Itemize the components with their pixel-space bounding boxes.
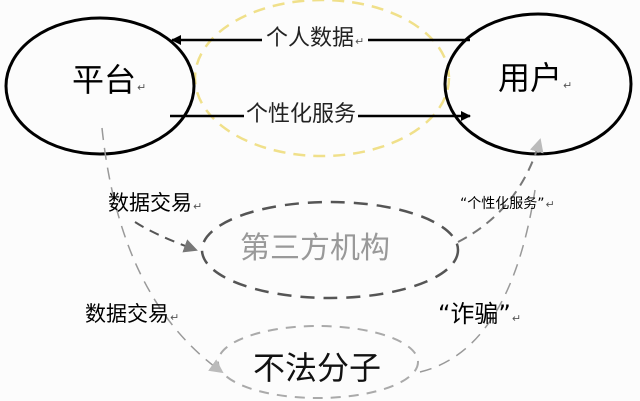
third-party-label: 第三方机构 [240,231,390,266]
personalized-service-label: 个性化服务 [244,102,359,127]
user-label: 用户↵ [498,59,573,97]
user-node [443,12,633,156]
platform-node [4,16,196,156]
criminals-label: 不法分子 [253,349,382,387]
privacy-zone-ellipse [193,0,451,158]
quoted-personalized-service-label: “个性化服务”↵ [460,196,555,212]
data-trade-label-1: 数据交易↵ [108,191,203,215]
platform-label: 平台↵ [72,61,147,99]
fraud-arrow [419,189,536,373]
data-trade-arrow-1 [134,221,198,253]
data-trade-arrow-2 [101,127,224,374]
fraud-label: “诈骗”↵ [438,300,522,328]
personal-data-label: 个人数据↵ [262,28,369,50]
third-party-node [200,200,460,300]
data-trade-label-2: 数据交易↵ [85,302,180,326]
